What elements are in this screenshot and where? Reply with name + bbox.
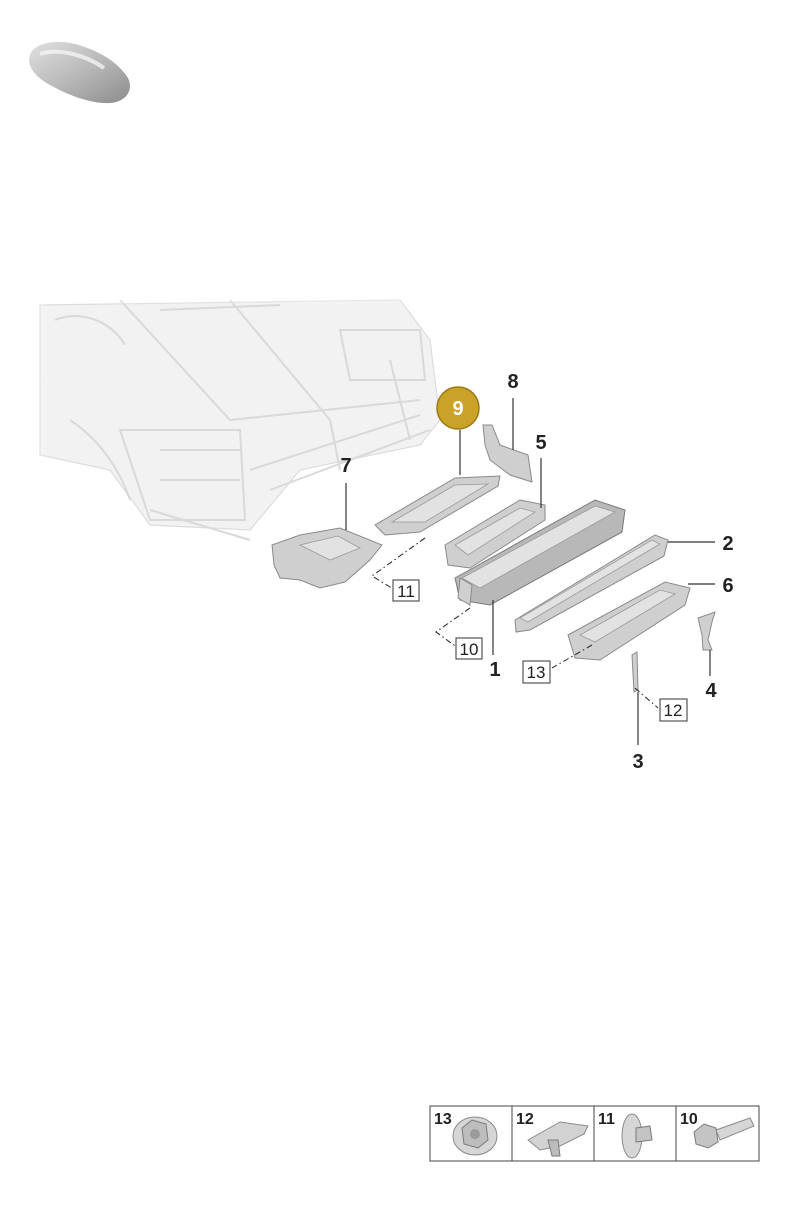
legend-cell-13[interactable]: 13 (434, 1111, 498, 1156)
svg-text:10: 10 (460, 640, 479, 659)
callout-4: 4 (705, 680, 717, 702)
svg-text:10: 10 (680, 1111, 698, 1128)
leader-lines (345, 398, 715, 745)
part-8-bracket[interactable] (482, 424, 533, 483)
svg-text:12: 12 (664, 701, 683, 720)
boxed-references: 11 10 13 12 (392, 579, 688, 722)
part-2-bumper-bar[interactable] (514, 534, 669, 633)
callout-5: 5 (535, 432, 546, 454)
svg-text:11: 11 (598, 1111, 615, 1128)
spring-clip-icon (527, 1121, 589, 1157)
part-5-shield[interactable] (444, 499, 546, 569)
boxed-ref-10[interactable]: 10 (455, 637, 483, 660)
callout-7: 7 (340, 455, 351, 477)
svg-text:13: 13 (527, 663, 546, 682)
legend-cell-11[interactable]: 11 (598, 1111, 653, 1159)
vehicle-body-ghost (0, 290, 460, 570)
svg-text:12: 12 (516, 1111, 534, 1128)
boxed-ref-12[interactable]: 12 (659, 698, 688, 722)
boxed-ref-13[interactable]: 13 (522, 660, 551, 684)
highlight-callout[interactable]: 9 (436, 386, 480, 430)
part-6-lower-shield[interactable] (567, 581, 691, 661)
callout-2: 2 (722, 533, 733, 555)
callout-1: 1 (489, 659, 500, 681)
legend-cell-12[interactable]: 12 (516, 1111, 589, 1157)
part-1-crossmember[interactable] (454, 499, 626, 606)
part-7-cover[interactable] (271, 527, 383, 589)
svg-text:11: 11 (397, 582, 415, 601)
part-3-pin[interactable] (631, 651, 639, 693)
svg-text:13: 13 (434, 1111, 452, 1128)
callout-3: 3 (632, 751, 643, 773)
callout-6: 6 (722, 575, 733, 597)
car-thumbnail-icon (29, 41, 130, 104)
dashed-leaders (371, 537, 659, 709)
highlight-label: 9 (452, 398, 463, 420)
part-4-clip[interactable] (697, 611, 716, 651)
part-9-undertray[interactable] (374, 475, 501, 536)
highlight-circle (436, 386, 480, 430)
boxed-ref-11[interactable]: 11 (392, 579, 420, 602)
legend-cell-10[interactable]: 10 (680, 1111, 755, 1149)
hardware-legend: 13 12 11 10 (429, 1105, 760, 1162)
callout-8: 8 (507, 371, 518, 393)
hex-bolt-icon (693, 1117, 755, 1149)
callout-numbers: 8 5 7 2 6 1 4 3 (340, 371, 733, 773)
flange-nut-icon (452, 1116, 498, 1156)
expansion-rivet-icon (621, 1113, 653, 1159)
